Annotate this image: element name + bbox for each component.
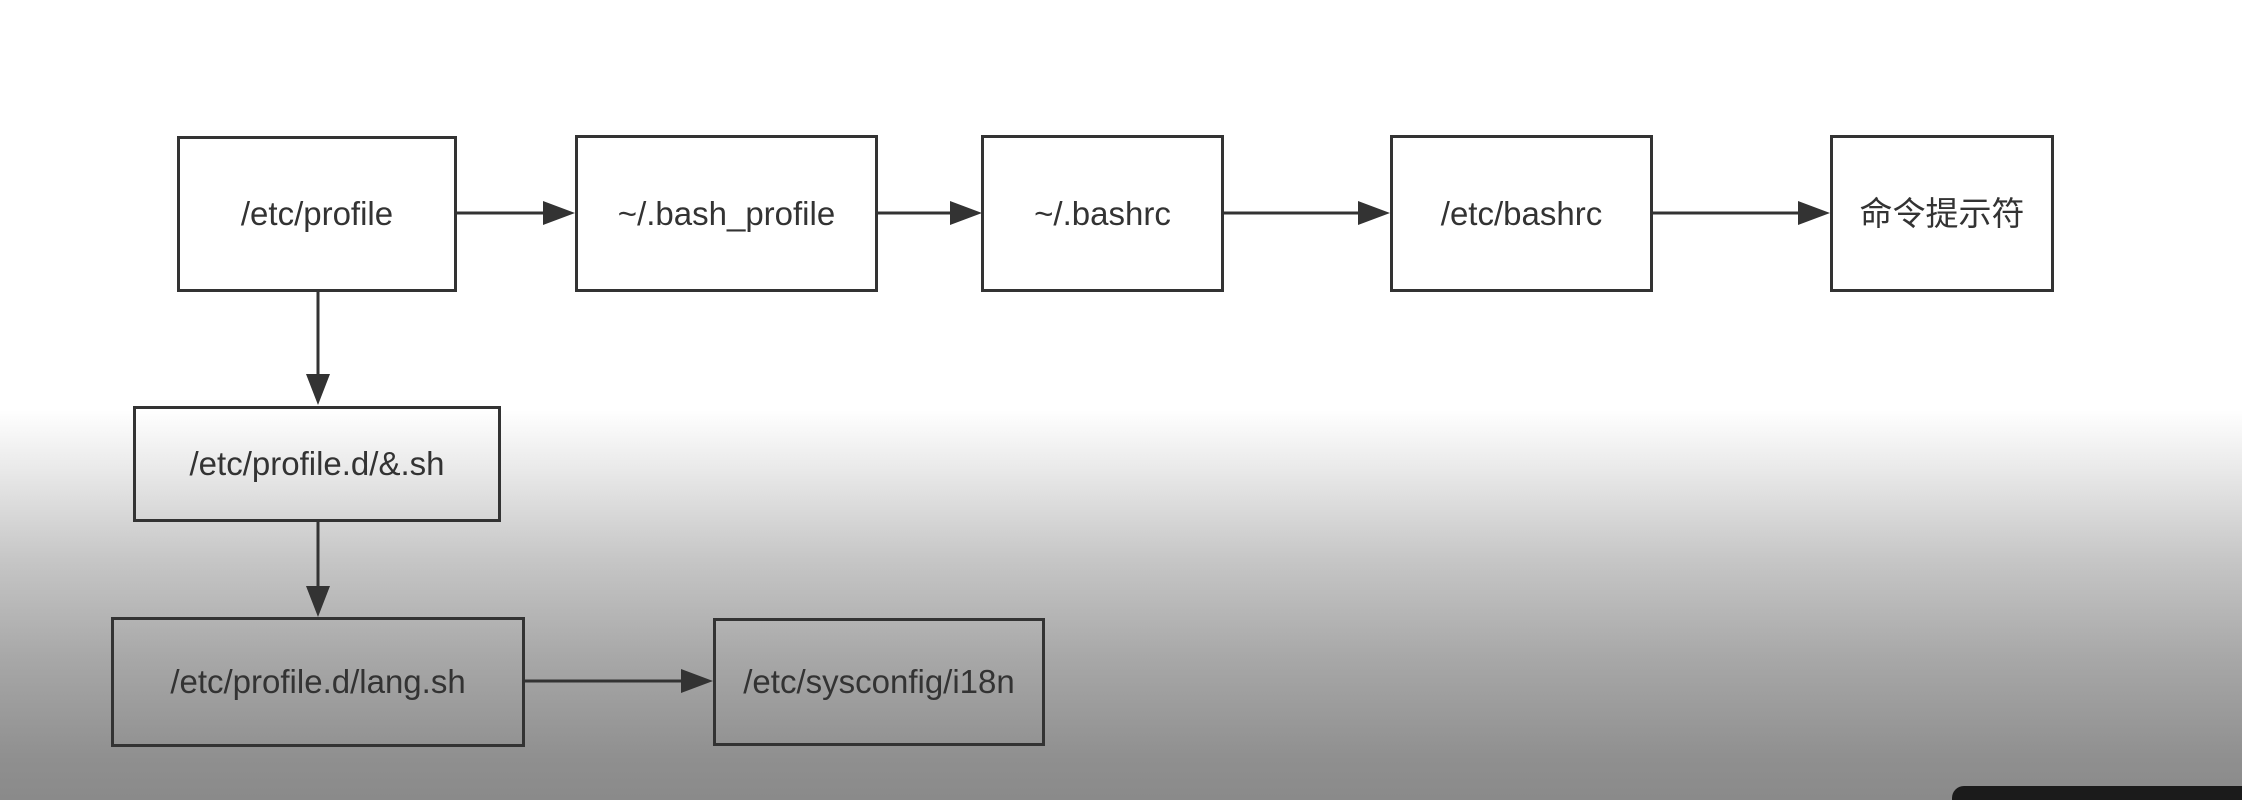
arrowhead-icon bbox=[543, 201, 575, 225]
corner-bar bbox=[1952, 786, 2242, 800]
node-label: ~/.bash_profile bbox=[617, 194, 836, 232]
arrowhead-icon bbox=[1358, 201, 1390, 225]
node-label: /etc/profile.d/&.sh bbox=[189, 445, 445, 482]
node-label: /etc/profile.d/lang.sh bbox=[170, 663, 466, 700]
arrowhead-icon bbox=[1798, 201, 1830, 225]
arrowhead-icon bbox=[950, 201, 982, 225]
node-command-prompt: 命令提示符 bbox=[1830, 135, 2054, 292]
node-sysconfig-i18n: /etc/sysconfig/i18n bbox=[713, 618, 1045, 746]
node-label: /etc/profile bbox=[240, 195, 394, 232]
node-bash-profile: ~/.bash_profile bbox=[575, 135, 878, 292]
node-label: ~/.bashrc bbox=[1034, 194, 1171, 232]
arrowhead-icon bbox=[681, 669, 713, 693]
node-profile-d-sh: /etc/profile.d/&.sh bbox=[133, 406, 501, 522]
node-label: /etc/bashrc bbox=[1440, 194, 1603, 232]
node-label: /etc/sysconfig/i18n bbox=[743, 663, 1015, 700]
node-bashrc-home: ~/.bashrc bbox=[981, 135, 1224, 292]
arrowhead-icon bbox=[306, 374, 330, 405]
arrowhead-icon bbox=[306, 586, 330, 617]
node-etc-bashrc: /etc/bashrc bbox=[1390, 135, 1653, 292]
node-etc-profile: /etc/profile bbox=[177, 136, 457, 292]
node-lang-sh: /etc/profile.d/lang.sh bbox=[111, 617, 525, 747]
node-label: 命令提示符 bbox=[1859, 194, 2025, 232]
